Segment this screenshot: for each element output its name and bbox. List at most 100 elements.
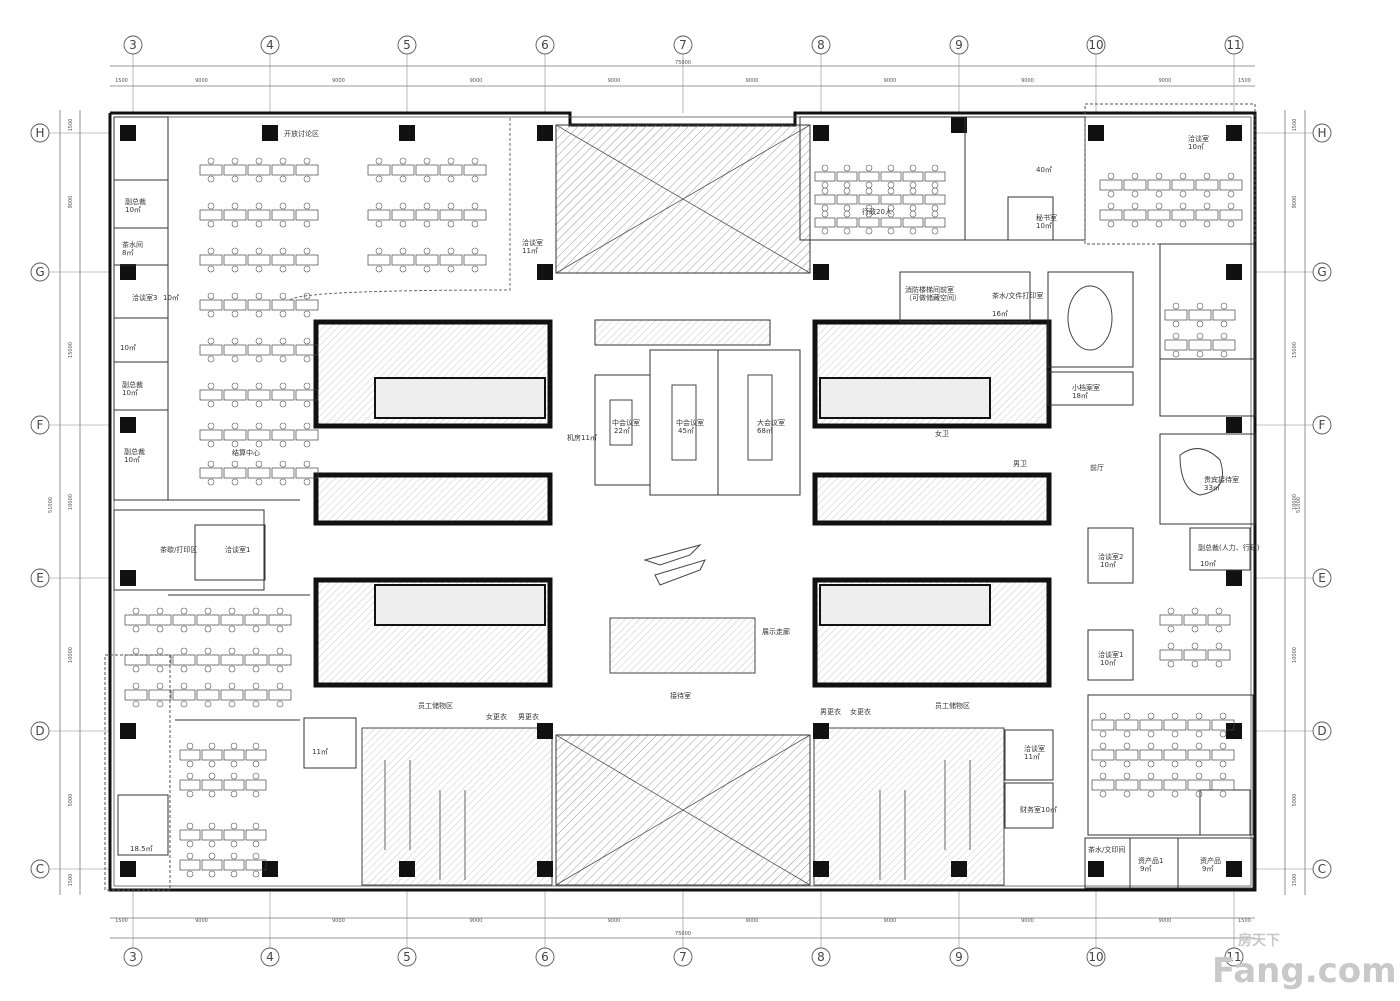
label-male-wc: 男卫	[1013, 460, 1027, 468]
label-vp-room-2: 副总裁	[124, 447, 145, 456]
bottom-right-void	[813, 727, 1005, 886]
desk-cluster-29	[1091, 772, 1235, 798]
svg-text:G: G	[1317, 265, 1326, 279]
desk-cluster-2	[199, 247, 319, 273]
top-dim-3: 9000	[470, 78, 483, 84]
column-13	[1226, 417, 1242, 433]
desk-cluster-16	[179, 822, 267, 848]
column-2	[399, 125, 415, 141]
label-meeting-room-3: 洽谈室3	[132, 293, 157, 302]
top-dim-7: 9000	[1021, 78, 1034, 84]
top-dim-1: 9000	[195, 78, 208, 84]
column-27	[1226, 861, 1242, 877]
label-tea-room: 茶水间	[122, 240, 143, 249]
column-22	[399, 861, 415, 877]
label-meeting-left: 洽谈室	[522, 238, 543, 247]
core-bottom-right	[812, 577, 1052, 688]
grid-bubble-top-11: 11	[1224, 35, 1244, 55]
desk-cluster-17	[179, 852, 267, 878]
top-dim-9: 1500	[1238, 78, 1251, 84]
desk-cluster-24	[1164, 332, 1236, 358]
label-asset-1-area: 9㎡	[1140, 865, 1151, 873]
label-settlement-center: 结算中心	[232, 448, 260, 457]
label-large-meeting-area: 68㎡	[757, 427, 773, 435]
bottom-dim-8: 9000	[1159, 918, 1172, 924]
svg-text:F: F	[1319, 418, 1326, 432]
right-dim-3: 10000	[1292, 494, 1298, 510]
right-dim-2: 15000	[1292, 342, 1298, 358]
grid-bubble-left-E: E	[30, 568, 50, 588]
svg-text:7: 7	[679, 950, 687, 964]
column-4	[813, 125, 829, 141]
watermark-chinese: 房天下	[1238, 932, 1280, 949]
column-26	[1088, 861, 1104, 877]
grid-bubble-left-F: F	[30, 415, 50, 435]
desk-cluster-23	[1164, 302, 1236, 328]
desk-cluster-11	[124, 607, 292, 633]
grid-bubble-right-C: C	[1312, 859, 1332, 879]
workstations	[124, 157, 1243, 878]
top-dim-8: 9000	[1159, 78, 1172, 84]
svg-text:E: E	[1318, 571, 1326, 585]
grid-bubble-right-F: F	[1312, 415, 1332, 435]
desk-cluster-5	[199, 382, 319, 408]
desk-cluster-3	[199, 292, 319, 318]
core-mid-left	[313, 472, 553, 526]
left-dim-3: 10000	[68, 494, 74, 510]
svg-text:C: C	[36, 862, 44, 876]
svg-text:H: H	[1317, 126, 1326, 140]
desk-cluster-28	[1091, 742, 1235, 768]
label-tea-print-right-area: 16㎡	[992, 310, 1008, 318]
desk-cluster-20	[814, 210, 946, 235]
label-changing-male-right: 男更衣	[820, 707, 841, 716]
label-changing-female-left: 女更衣	[486, 712, 507, 721]
svg-text:D: D	[35, 724, 44, 738]
grid-bubble-top-7: 7	[673, 35, 693, 55]
grid-bubble-bottom-4: 4	[260, 947, 280, 967]
label-vp-room: 副总裁	[125, 197, 146, 206]
column-7	[1226, 125, 1242, 141]
label-lobby: 前厅	[1090, 463, 1104, 472]
label-mid-meeting-2-area: 22㎡	[614, 427, 630, 435]
label-mid-meeting: 中会议室	[676, 418, 704, 427]
label-changing-female-right: 女更衣	[850, 707, 871, 716]
label-small-archive: 小档案室	[1072, 383, 1100, 392]
column-19	[1226, 723, 1242, 739]
label-tea-print-right: 茶水/文件打印室	[992, 291, 1043, 300]
label-open-discussion: 开放讨论区	[284, 129, 319, 138]
label-female-wc: 女卫	[935, 429, 949, 438]
column-5	[951, 117, 967, 133]
svg-text:10: 10	[1088, 38, 1103, 52]
svg-text:4: 4	[266, 950, 274, 964]
top-dim-4: 9000	[608, 78, 621, 84]
column-20	[120, 861, 136, 877]
label-meeting-right-top: 洽谈室	[1188, 134, 1209, 143]
desk-cluster-13	[124, 682, 292, 708]
svg-text:8: 8	[817, 950, 825, 964]
core-top-left	[313, 319, 553, 429]
column-24	[813, 861, 829, 877]
watermark: 房天下 Fang.com	[1212, 932, 1397, 991]
label-vp-office-area: 10㎡	[122, 389, 138, 397]
desk-cluster-6	[199, 422, 319, 448]
grid-bubble-left-C: C	[30, 859, 50, 879]
top-dim-5: 9000	[746, 78, 759, 84]
desk-cluster-4	[199, 337, 319, 363]
watermark-brand: Fang.com	[1212, 951, 1397, 991]
column-10	[813, 264, 829, 280]
label-meeting-room-1: 洽谈室1	[225, 545, 250, 554]
svg-text:H: H	[35, 126, 44, 140]
label-meeting-1-right: 洽谈室1	[1098, 650, 1123, 659]
core-top-right	[812, 319, 1052, 429]
desk-cluster-12	[124, 647, 292, 673]
bottom-dim-0: 1500	[115, 918, 128, 924]
top-atrium	[555, 124, 811, 274]
column-3	[537, 125, 553, 141]
grid-bubble-bottom-8: 8	[811, 947, 831, 967]
grid-bubble-right-H: H	[1312, 123, 1332, 143]
svg-text:11: 11	[1226, 950, 1241, 964]
label-meeting-left-area: 11㎡	[522, 247, 538, 255]
svg-text:7: 7	[679, 38, 687, 52]
left-dim-5: 5000	[68, 794, 74, 807]
label-vip-reception-area: 33㎡	[1204, 484, 1220, 492]
